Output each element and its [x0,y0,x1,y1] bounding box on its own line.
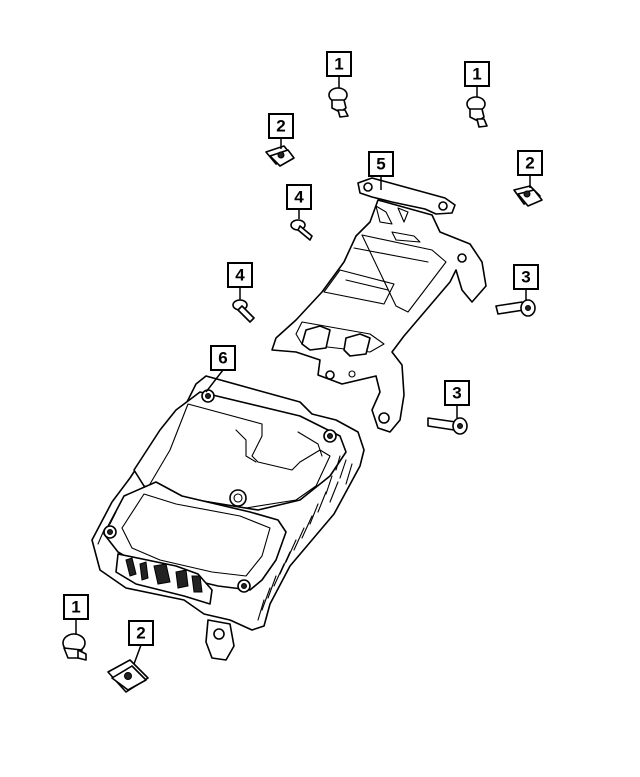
callout-label: 1 [334,55,343,74]
bolt-1-top-right [466,96,488,128]
callout-label: 2 [136,624,145,643]
clip-nut-2-lower [107,659,149,693]
electronic-module [91,375,365,661]
callout-3-upper: 3 [513,264,539,290]
callout-label: 6 [218,349,227,368]
screw-4-upper [290,219,313,241]
screw-4-lower [232,299,255,323]
mounting-bracket [271,177,487,433]
clip-nut-2-upper-left [265,145,295,167]
clip-nut-2-upper-right [513,185,543,207]
callout-5: 5 [368,151,394,177]
callout-3-lower: 3 [444,380,470,406]
callout-label: 4 [235,266,245,285]
callout-label: 5 [376,155,385,174]
callout-2-upper-right: 2 [517,150,543,176]
callout-6: 6 [210,345,236,371]
callout-label: 3 [521,268,530,287]
callout-label: 4 [294,188,304,207]
bolt-1-lower [62,633,87,661]
bolt-3-upper [495,299,536,317]
callout-label: 2 [525,154,534,173]
callout-1-top-left: 1 [326,51,352,77]
callout-2-upper-left: 2 [268,113,294,139]
callout-label: 2 [276,117,285,136]
callout-4-upper: 4 [286,184,312,210]
callout-label: 1 [71,598,80,617]
callout-1-top-right: 1 [464,61,490,87]
callout-2-lower: 2 [128,620,154,646]
leader-lines [75,76,531,665]
bolt-1-top-left [328,87,349,118]
callout-label: 1 [472,65,481,84]
bolt-3-lower [427,417,468,435]
callout-4-lower: 4 [227,262,253,288]
callout-1-lower: 1 [63,594,89,620]
callout-label: 3 [452,384,461,403]
